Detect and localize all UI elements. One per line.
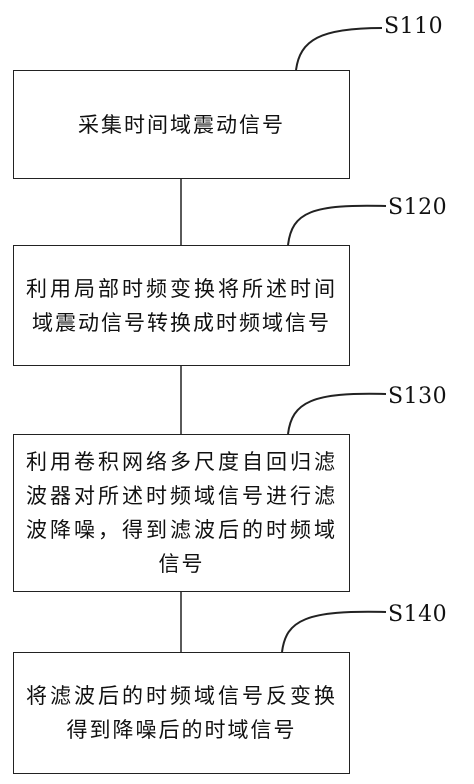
step-text-s120: 利用局部时频变换将所述时间域震动信号转换成时频域信号: [26, 276, 337, 335]
step-text-s140: 将滤波后的时频域信号反变换得到降噪后的时域信号: [26, 684, 337, 742]
leader-curve-s130: [287, 392, 387, 435]
leader-curve-s140: [281, 610, 387, 653]
step-label-s140: S140: [388, 602, 448, 627]
step-box-s140: 将滤波后的时频域信号反变换得到降噪后的时域信号: [13, 652, 350, 774]
leader-curve-s110: [295, 27, 383, 71]
step-label-s120: S120: [388, 195, 448, 220]
leader-curve-s120: [287, 204, 387, 246]
step-label-s110: S110: [384, 14, 444, 39]
step-box-s120: 利用局部时频变换将所述时间域震动信号转换成时频域信号: [13, 245, 350, 366]
step-text-s130: 利用卷积网络多尺度自回归滤波器对所述时频域信号进行滤波降噪，得到滤波后的时频域信…: [26, 450, 337, 576]
step-text-s110: 采集时间域震动信号: [78, 112, 285, 137]
step-label-s130: S130: [388, 384, 448, 409]
step-box-s130: 利用卷积网络多尺度自回归滤波器对所述时频域信号进行滤波降噪，得到滤波后的时频域信…: [13, 434, 350, 592]
step-box-s110: 采集时间域震动信号: [13, 70, 350, 179]
